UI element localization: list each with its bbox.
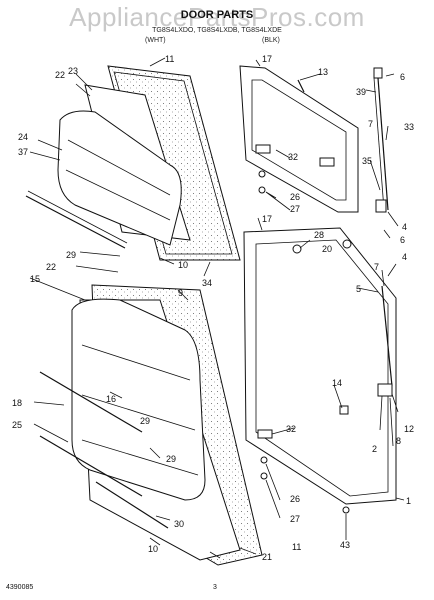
freezer-rail-edge [27,190,128,244]
model-line: TG8S4LXDO, TG8S4LXDB, TG8S4LXDE [152,27,282,34]
plug-20 [292,244,302,254]
callout: 11 [292,542,301,552]
callout: 7 [368,119,373,129]
leader-lines [29,57,405,559]
callout: 6 [400,72,405,82]
callout: 26 [290,192,300,202]
callout: 16 [106,394,116,404]
callout: 32 [286,424,296,434]
callout: 35 [362,156,372,166]
screw-27 [258,186,266,194]
callout: 9 [178,288,183,298]
callout: 17 [262,214,272,224]
freezer-door-shelf [57,110,182,246]
lower-bracket-32 [257,429,273,439]
callout: 29 [140,416,150,426]
callout: 4 [402,252,407,262]
callout: 27 [290,204,300,214]
callout: 12 [404,424,414,434]
callout: 10 [148,544,158,554]
page-number: 3 [213,584,217,591]
note-right: (BLK) [262,37,280,44]
note-left: (WHT) [145,37,166,44]
callout: 26 [290,494,300,504]
bracket-right [319,157,335,167]
outer-door-panel [243,227,397,505]
callout: 28 [314,230,324,240]
callout: 24 [18,132,28,142]
callout-labels: 23 22 11 24 37 29 10 34 22 15 9 18 16 29… [12,54,414,562]
callout: 15 [30,274,40,284]
callout: 21 [262,552,272,562]
watermark: AppliancePartsPros.com [69,2,365,32]
callout: 22 [46,262,56,272]
lower-hinge-rod [381,285,393,387]
fresh-food-shelf-ribs [81,344,199,476]
callout: 8 [396,436,401,446]
shelf-rail-18 [39,371,143,433]
callout: 2 [372,444,377,454]
lower-screw-27 [260,472,268,480]
lower-hinge-bracket [377,383,393,397]
callout: 11 [165,54,174,64]
freezer-shelf-ribs [65,139,171,221]
upper-hinge-rod-edge [373,77,385,211]
plug-28 [342,239,352,249]
screw-26 [258,170,266,178]
bracket-left [255,144,271,154]
outer-door-inner-edge [255,239,389,497]
callout: 32 [288,152,298,162]
callout: 10 [178,260,188,270]
callout: 37 [18,147,28,157]
diagram-title: DOOR PARTS [180,9,254,21]
screw-43 [342,506,350,514]
callout: 43 [340,540,350,550]
callout: 29 [166,454,176,464]
diagram-part-number: 4390085 [6,584,34,591]
upper-hinge-rod [377,77,389,211]
callout: 30 [174,519,184,529]
callout: 20 [322,244,332,254]
callout: 29 [66,250,76,260]
callout: 1 [406,496,411,506]
callout: 22 [55,70,65,80]
callout: 23 [68,66,78,76]
callout: 33 [404,122,414,132]
hinge-bracket [375,199,387,213]
shelf-rail-25 [39,435,143,497]
callout: 5 [356,284,361,294]
door-stop-14 [339,405,349,415]
shelf-rail-30 [95,481,169,529]
hinge-cap [373,67,383,79]
callout: 13 [318,67,328,77]
callout: 34 [202,278,212,288]
fresh-food-door-shelves [71,298,206,501]
callout: 25 [12,420,22,430]
callout: 18 [12,398,22,408]
lower-screw-26 [260,456,268,464]
callout: 4 [402,222,407,232]
frame-tab [297,79,305,93]
callout: 7 [374,262,379,272]
freezer-frame-inner [251,79,347,201]
freezer-shelf-rail [25,195,126,249]
freezer-door-frame [239,65,359,213]
callout: 39 [356,87,366,97]
callout: 17 [262,54,272,64]
callout: 14 [332,378,342,388]
callout: 27 [290,514,300,524]
callout: 6 [400,235,405,245]
